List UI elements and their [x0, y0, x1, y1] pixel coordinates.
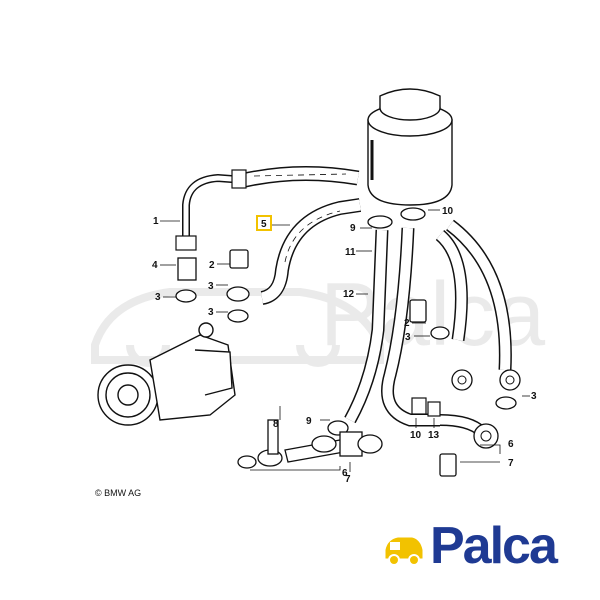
hoses-right: [435, 219, 521, 391]
callout-7b: 7: [508, 458, 514, 469]
banjo-bolt-right: [409, 299, 517, 410]
copyright-text: © BMW AG: [95, 488, 142, 498]
callout-3d: 3: [405, 332, 411, 343]
lower-lines: [411, 397, 499, 477]
callout-1: 1: [153, 216, 159, 227]
callout-9b: 9: [306, 416, 312, 427]
callout-4: 4: [152, 260, 158, 271]
callout-3c: 3: [208, 307, 214, 318]
watermark-text: Palca: [320, 265, 546, 365]
leader-lines: [160, 209, 530, 472]
callout-8: 8: [273, 419, 279, 430]
callout-9: 9: [350, 223, 356, 234]
hose-5: [260, 198, 362, 305]
callouts: 1 2 3 3 4 5 3 9 10 11 12 2 3 3 8 9 6 7 1…: [152, 206, 537, 485]
callout-12: 12: [343, 289, 355, 300]
callout-10b: 10: [410, 430, 422, 441]
hose-upper: [243, 165, 360, 188]
banjo-fittings-left: [175, 249, 250, 323]
logo-text: Palca: [430, 517, 558, 575]
reservoir: [367, 88, 453, 206]
callout-2: 2: [209, 260, 215, 271]
lower-left-fittings: [237, 419, 383, 469]
callout-7: 7: [345, 474, 351, 485]
pipe-1: [175, 169, 247, 251]
lines-11-12: [344, 227, 440, 427]
callout-6: 6: [342, 468, 348, 479]
palca-logo: Palca: [382, 517, 582, 582]
watermark: Palca: [91, 265, 546, 367]
callout-5: 5: [261, 219, 267, 230]
callout-3: 3: [155, 292, 161, 303]
callout-3e: 3: [531, 391, 537, 402]
clamps-top: [367, 207, 426, 229]
callout-5-box: [256, 215, 272, 231]
power-steering-pump: [97, 322, 236, 426]
callout-13: 13: [428, 430, 440, 441]
callout-3b: 3: [208, 281, 214, 292]
callout-6b: 6: [508, 439, 514, 450]
car-icon: [385, 537, 423, 566]
callout-10: 10: [442, 206, 454, 217]
callout-2b: 2: [404, 318, 410, 329]
callout-11: 11: [345, 247, 356, 258]
